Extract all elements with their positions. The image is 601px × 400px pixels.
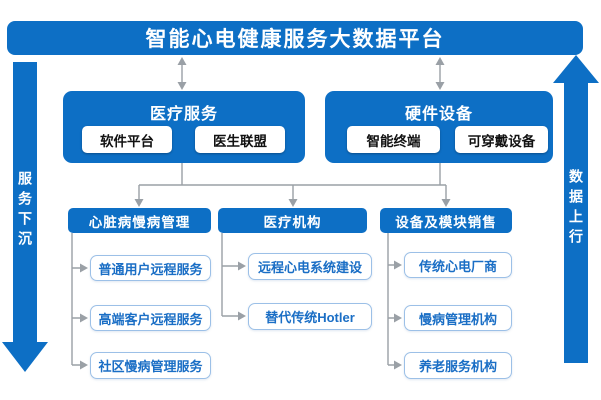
chip-software-platform: 软件平台 — [82, 126, 172, 153]
arrow-head-up-icon — [553, 55, 599, 83]
chip-smart-terminal: 智能终端 — [347, 126, 440, 153]
arrow-shaft — [564, 83, 588, 363]
leaf-box-replace-traditional-holter: 替代传统Hotler — [248, 303, 372, 330]
data-up-arrow: 数据上行 — [553, 55, 599, 363]
group-title: 医疗服务 — [149, 106, 218, 123]
chip-wearable-devices: 可穿戴设备 — [455, 126, 548, 153]
category-box-chronic-disease-mgmt: 心脏病慢病管理 — [68, 208, 211, 233]
data-up-label: 数据上行 — [568, 169, 584, 249]
leaf-box-community-chronic-disease-service: 社区慢病管理服务 — [90, 352, 211, 379]
arrow-shaft — [13, 62, 37, 342]
leaf-box-elderly-care-orgs: 养老服务机构 — [404, 352, 512, 379]
platform-title-banner: 智能心电健康服务大数据平台 — [7, 21, 583, 55]
leaf-box-chronic-disease-mgmt-orgs: 慢病管理机构 — [404, 305, 512, 331]
group-title: 硬件设备 — [404, 106, 473, 123]
leaf-box-general-user-remote-service: 普通用户远程服务 — [90, 255, 211, 281]
leaf-box-remote-ecg-system-construction: 远程心电系统建设 — [248, 253, 372, 280]
category-box-device-module-sales: 设备及模块销售 — [380, 208, 512, 233]
service-down-label: 服务下沉 — [17, 170, 33, 251]
group-box-hardware-devices: 硬件设备 智能终端 可穿戴设备 — [325, 91, 553, 163]
arrow-head-down-icon — [2, 342, 48, 372]
leaf-box-premium-client-remote-service: 高端客户远程服务 — [90, 305, 211, 331]
connector-strokes — [71, 64, 447, 366]
group-box-medical-services: 医疗服务 软件平台 医生联盟 — [63, 91, 305, 163]
leaf-box-traditional-ecg-manufacturers: 传统心电厂商 — [404, 252, 512, 278]
connector-arrowheads — [80, 57, 451, 370]
chip-doctor-alliance: 医生联盟 — [195, 126, 285, 153]
service-down-arrow: 服务下沉 — [2, 62, 48, 372]
category-box-medical-institutions: 医疗机构 — [218, 208, 367, 233]
